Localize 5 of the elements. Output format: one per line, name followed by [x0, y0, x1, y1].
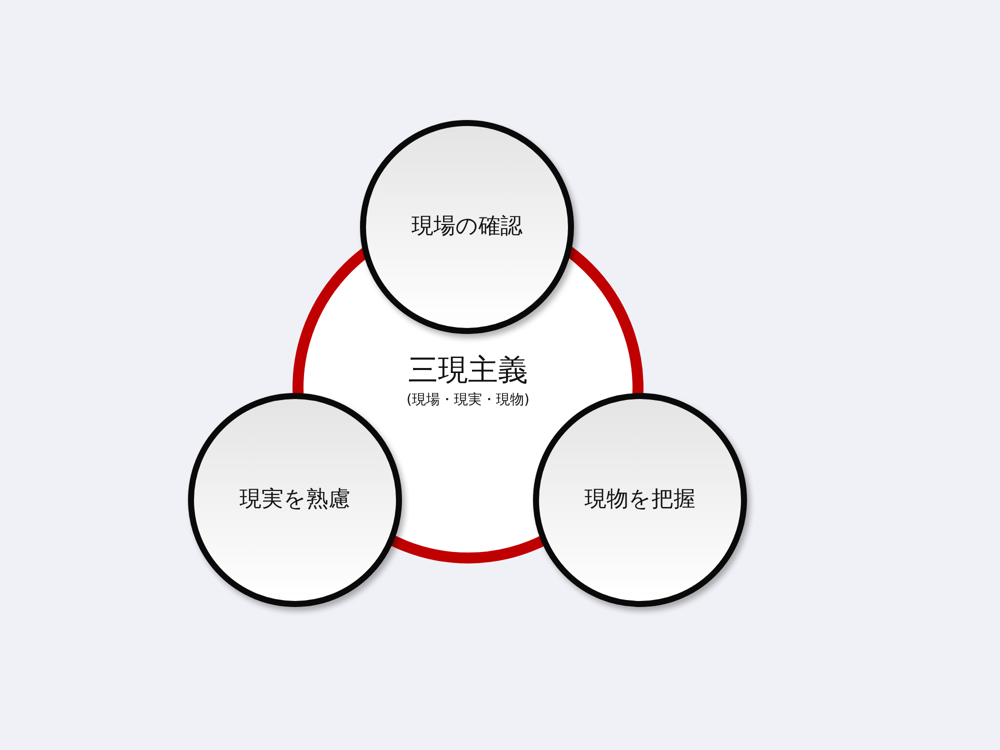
circle-title: 現場の確認: [412, 214, 522, 240]
circle-title: 三現主義: [408, 352, 528, 389]
circle-title: 現実を熟慮: [240, 486, 350, 514]
circle-subtitle: (現場・現実・現物): [406, 390, 530, 410]
circle-title: 現物を把握: [584, 486, 696, 514]
